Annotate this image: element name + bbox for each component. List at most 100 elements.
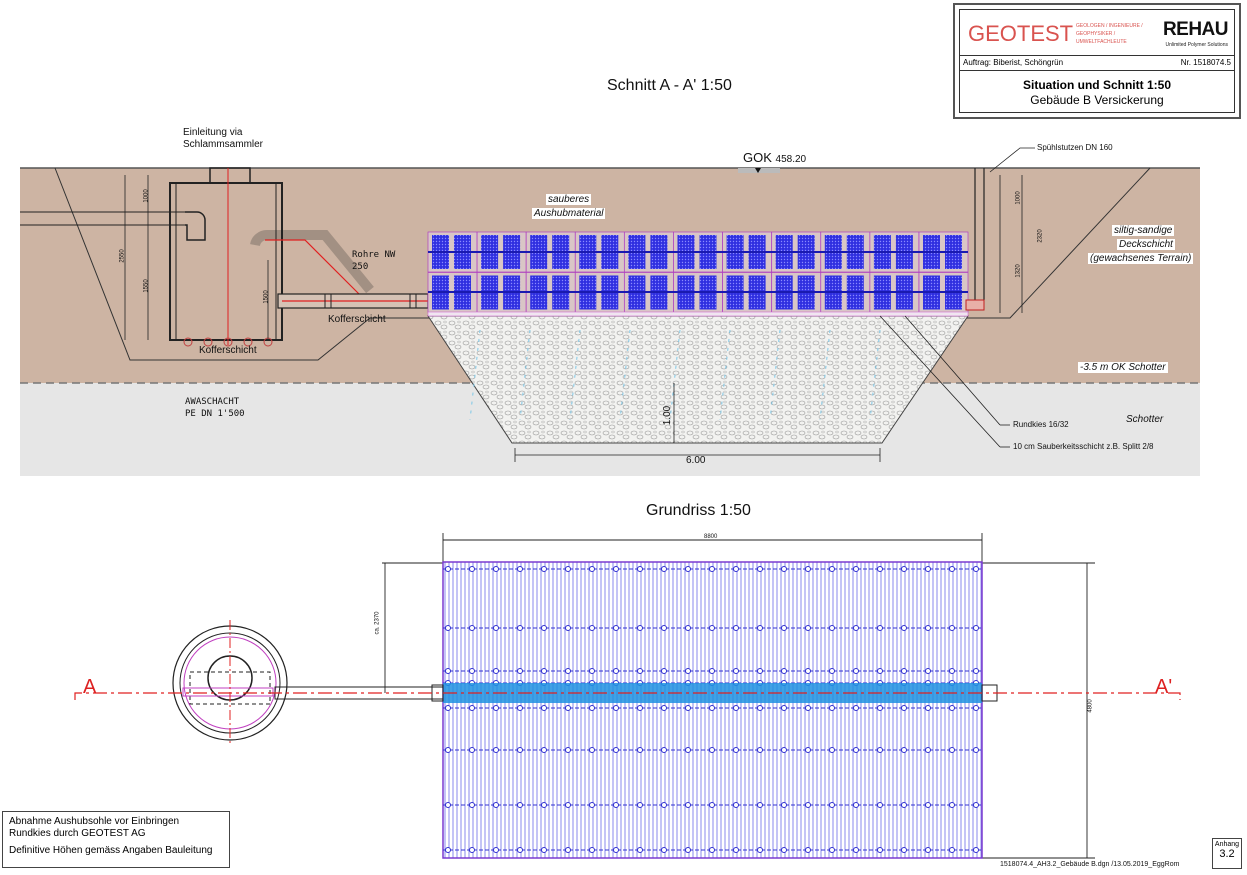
plan-connector bbox=[637, 747, 643, 753]
plan-connector bbox=[517, 802, 523, 808]
plan-connector bbox=[733, 566, 739, 572]
plan-connector bbox=[829, 668, 835, 674]
plan-dim-length: 8800 bbox=[704, 534, 718, 540]
plan-connector bbox=[565, 566, 571, 572]
plan-connector bbox=[733, 847, 739, 853]
plan-connector bbox=[709, 566, 715, 572]
note-line-1: Abnahme Aushubsohle vor Einbringen bbox=[9, 816, 180, 827]
plan-connector bbox=[973, 668, 979, 674]
plan-connector bbox=[973, 747, 979, 753]
inlet-label-2: Schlammsammler bbox=[183, 139, 264, 150]
flush-pipe bbox=[965, 168, 985, 311]
plan-connector bbox=[949, 668, 955, 674]
section-marker-a: A bbox=[83, 676, 97, 698]
plan-heading: Grundriss 1:50 bbox=[646, 502, 751, 519]
section-marker-a-prime: A' bbox=[1155, 676, 1173, 698]
plan-dim-width: 4800 bbox=[1087, 699, 1094, 713]
water-streak bbox=[469, 329, 481, 421]
order-number: Nr. 1518074.5 bbox=[1180, 58, 1231, 67]
shaft-foot bbox=[243, 337, 253, 347]
plan-connector bbox=[661, 566, 667, 572]
gok-triangle-icon bbox=[755, 168, 761, 173]
plan-connector bbox=[589, 847, 595, 853]
plan-connector bbox=[877, 566, 883, 572]
shaft bbox=[20, 167, 283, 347]
plan-connector bbox=[517, 705, 523, 711]
plan-connector bbox=[805, 566, 811, 572]
soil-label-2: Deckschicht bbox=[1117, 239, 1175, 250]
plan-connector bbox=[877, 668, 883, 674]
notes-box: Abnahme Aushubsohle vor Einbringen Rundk… bbox=[2, 811, 230, 868]
plan-connector bbox=[637, 668, 643, 674]
anhang-number: 3.2 bbox=[1219, 848, 1235, 860]
plan-connector bbox=[469, 668, 475, 674]
plan-connector bbox=[709, 802, 715, 808]
pipe-label-1: Rohre NW bbox=[352, 250, 396, 260]
plan-connector bbox=[589, 747, 595, 753]
plan-connector bbox=[445, 747, 451, 753]
plan-dim-offset: ca. 2370 bbox=[374, 611, 381, 635]
soil-label-3: (gewachsenes Terrain) bbox=[1088, 253, 1194, 264]
plan-connector bbox=[613, 566, 619, 572]
inlet-pipes bbox=[250, 230, 429, 309]
plan-connector bbox=[925, 802, 931, 808]
sauberkeit-label: 10 cm Sauberkeitsschicht z.B. Splitt 2/8 bbox=[1013, 442, 1154, 451]
plan-connector bbox=[685, 747, 691, 753]
plan-connector bbox=[469, 747, 475, 753]
plan-connector bbox=[493, 705, 499, 711]
plan-connector bbox=[805, 668, 811, 674]
shaft-foot bbox=[183, 337, 193, 347]
plan-connector bbox=[613, 668, 619, 674]
plan-connector bbox=[877, 747, 883, 753]
plan-connector bbox=[589, 625, 595, 631]
geotest-logo: GEOTEST bbox=[968, 21, 1074, 46]
plan-connector bbox=[517, 747, 523, 753]
plan-connector bbox=[541, 747, 547, 753]
plan-connector bbox=[541, 705, 547, 711]
plan-connector bbox=[733, 802, 739, 808]
plan-connector bbox=[685, 625, 691, 631]
plan-connector bbox=[949, 566, 955, 572]
gravel-level-label: -3.5 m OK Schotter bbox=[1078, 362, 1168, 373]
plan-connector bbox=[661, 747, 667, 753]
gok-text: GOK bbox=[743, 150, 772, 165]
plan-connector bbox=[517, 566, 523, 572]
plan-connector bbox=[613, 747, 619, 753]
dim-1550: 1550 bbox=[143, 279, 150, 293]
plan-connector bbox=[709, 847, 715, 853]
plan-connector bbox=[925, 747, 931, 753]
plan-connector bbox=[517, 847, 523, 853]
plan-connector bbox=[901, 566, 907, 572]
plan-connector bbox=[901, 747, 907, 753]
plan-connector bbox=[853, 625, 859, 631]
drawing-subtitle: Gebäude B Versickerung bbox=[1030, 93, 1164, 107]
note-line-3: Definitive Höhen gemäss Angaben Bauleitu… bbox=[9, 845, 213, 856]
plan-connector bbox=[877, 847, 883, 853]
shaft-foot bbox=[203, 337, 213, 347]
plan-connector bbox=[805, 705, 811, 711]
gok-value: 458.20 bbox=[775, 154, 807, 165]
rundkies-label: Rundkies 16/32 bbox=[1013, 420, 1069, 429]
plan-connector bbox=[541, 847, 547, 853]
plan-connector bbox=[901, 847, 907, 853]
plan-connector bbox=[853, 847, 859, 853]
order-row: Auftrag: Biberist, Schöngrün Nr. 1518074… bbox=[960, 55, 1234, 71]
plan-connector bbox=[853, 747, 859, 753]
koffer-label-1: Kofferschicht bbox=[328, 314, 386, 325]
plan-connector bbox=[829, 566, 835, 572]
plan-connector bbox=[829, 705, 835, 711]
plan-connector bbox=[853, 566, 859, 572]
plan-connector bbox=[445, 847, 451, 853]
plan-connector bbox=[709, 705, 715, 711]
water-streak bbox=[519, 329, 531, 421]
plan-connector bbox=[445, 802, 451, 808]
plan-connector bbox=[493, 747, 499, 753]
plan-connector bbox=[613, 847, 619, 853]
plan-connector bbox=[853, 802, 859, 808]
soil-label-1: siltig-sandige bbox=[1112, 225, 1175, 236]
plan-connector bbox=[877, 705, 883, 711]
plan-connector bbox=[925, 705, 931, 711]
plan-connector bbox=[757, 802, 763, 808]
water-streak bbox=[719, 329, 731, 421]
